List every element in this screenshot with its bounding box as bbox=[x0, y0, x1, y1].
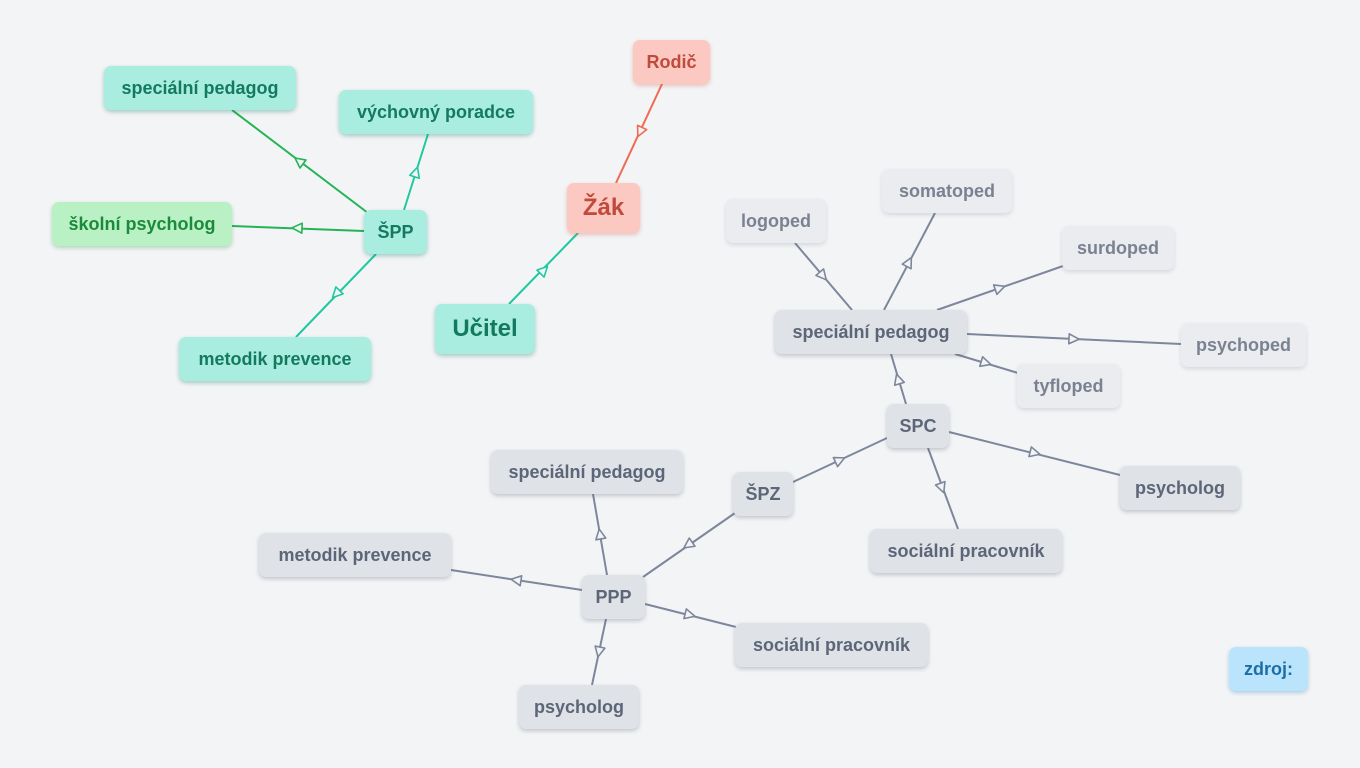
spp-node[interactable]: ŠPP bbox=[364, 210, 427, 254]
edge-parent-pupil-arrowhead bbox=[636, 124, 648, 138]
spp-special-pedagogue-node[interactable]: speciální pedagog bbox=[104, 66, 296, 110]
edge-ppp-social-worker-arrowhead bbox=[683, 608, 696, 620]
edge-ppp-psychologist-arrowhead bbox=[594, 645, 606, 658]
edge-spc-psychologist-arrowhead bbox=[1028, 446, 1041, 458]
somatoped-node[interactable]: somatoped bbox=[882, 169, 1012, 213]
edge-teacher-pupil-arrowhead bbox=[536, 265, 549, 278]
ppp-node[interactable]: PPP bbox=[582, 575, 645, 619]
logoped-node[interactable]: logoped bbox=[726, 199, 826, 243]
spc-psychologist-node[interactable]: psycholog bbox=[1120, 466, 1240, 510]
edge-ssp-somatoped-arrowhead bbox=[901, 256, 913, 270]
edge-spz-ppp-arrowhead bbox=[683, 537, 696, 549]
edge-spz-spc-arrowhead bbox=[832, 456, 846, 468]
edge-spc-ssp-arrowhead bbox=[893, 373, 906, 387]
surdoped-node[interactable]: surdoped bbox=[1062, 226, 1174, 270]
ppp-psychologist-node[interactable]: psycholog bbox=[519, 685, 639, 729]
ppp-special-pedagogue-node[interactable]: speciální pedagog bbox=[491, 450, 683, 494]
spp-school-psychologist-node[interactable]: školní psycholog bbox=[52, 202, 232, 246]
parent-node[interactable]: Rodič bbox=[633, 40, 710, 84]
spz-node[interactable]: ŠPZ bbox=[733, 472, 793, 516]
edge-spp-special-pedagogue-arrowhead bbox=[294, 157, 307, 169]
edge-ssp-surdoped-arrowhead bbox=[992, 284, 1006, 296]
spc-social-worker-node[interactable]: sociální pracovník bbox=[870, 529, 1062, 573]
tyfloped-node[interactable]: tyfloped bbox=[1017, 364, 1120, 408]
spp-prevention-methodist-node[interactable]: metodik prevence bbox=[179, 337, 371, 381]
edge-ssp-tyfloped-arrowhead bbox=[978, 355, 992, 368]
edge-ssp-logoped-arrowhead bbox=[815, 268, 828, 281]
edge-ppp-special-pedagogue-arrowhead bbox=[595, 528, 607, 541]
spc-special-pedagogue-node[interactable]: speciální pedagog bbox=[775, 310, 967, 354]
spc-node[interactable]: SPC bbox=[887, 404, 949, 448]
ppp-prevention-methodist-node[interactable]: metodik prevence bbox=[259, 533, 451, 577]
edge-ssp-psychoped-arrowhead bbox=[1067, 332, 1080, 345]
edge-spp-prevention-methodist-arrowhead bbox=[331, 286, 344, 299]
spp-educational-advisor-node[interactable]: výchovný poradce bbox=[339, 90, 533, 134]
pupil-node[interactable]: Žák bbox=[567, 183, 640, 233]
ppp-social-worker-node[interactable]: sociální pracovník bbox=[735, 623, 928, 667]
edge-spp-educational-advisor-arrowhead bbox=[408, 166, 421, 180]
edge-spc-social-worker-arrowhead bbox=[934, 480, 946, 494]
edge-ppp-prevention-methodist-arrowhead bbox=[510, 575, 523, 587]
psychoped-node[interactable]: psychoped bbox=[1181, 323, 1306, 367]
source-node[interactable]: zdroj: bbox=[1229, 647, 1308, 691]
edge-spp-school-psychologist-arrowhead bbox=[291, 222, 303, 234]
teacher-node[interactable]: Učitel bbox=[435, 304, 535, 354]
